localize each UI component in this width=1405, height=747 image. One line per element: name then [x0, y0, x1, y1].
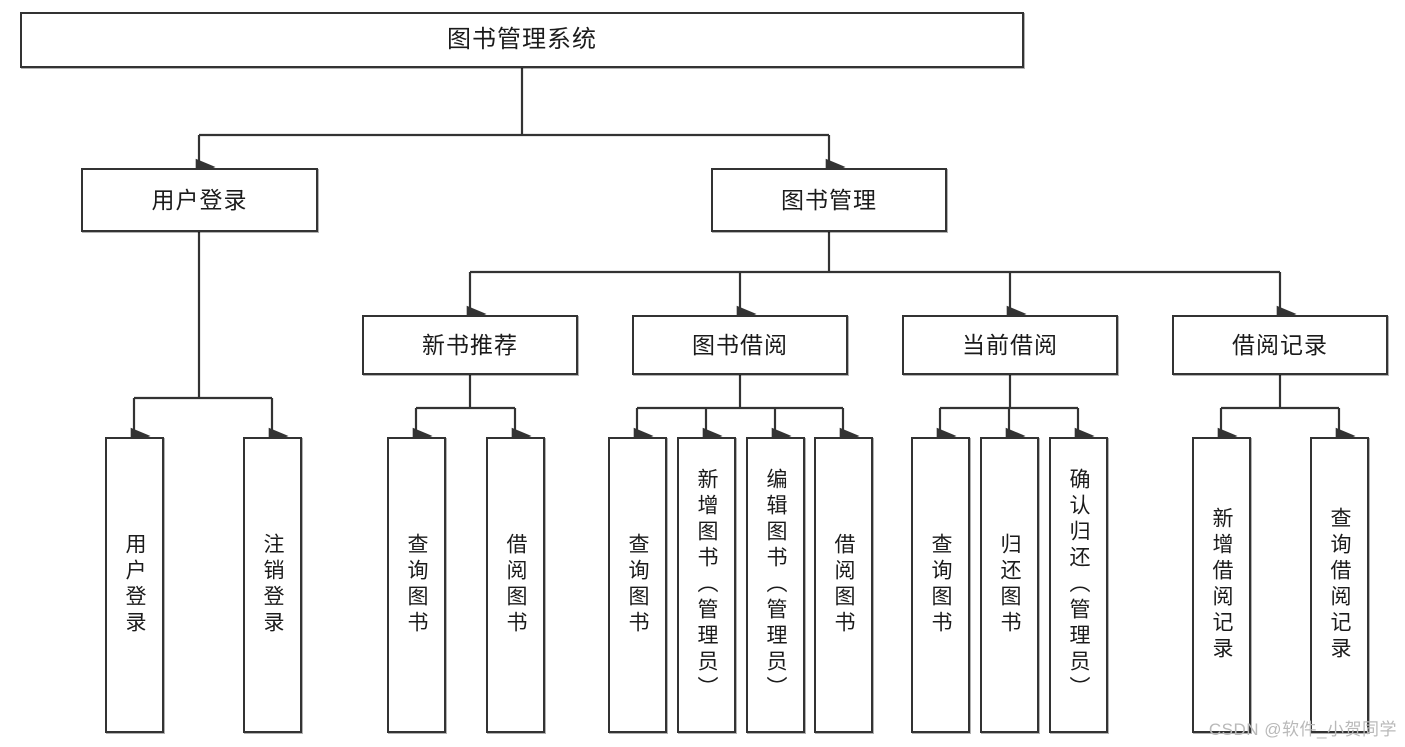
node-label: 查询借阅记录	[1328, 507, 1351, 663]
node-label: 借阅记录	[1232, 331, 1328, 358]
node-leaf-borrow-book-1[interactable]: 借阅图书	[486, 437, 545, 733]
node-leaf-query-book-3[interactable]: 查询图书	[911, 437, 970, 733]
node-root[interactable]: 图书管理系统	[20, 12, 1024, 68]
node-borrow-record[interactable]: 借阅记录	[1172, 315, 1388, 375]
node-label: 图书管理	[781, 186, 877, 213]
node-leaf-edit-book[interactable]: 编辑图书（管理员）	[746, 437, 805, 733]
node-leaf-add-record[interactable]: 新增借阅记录	[1192, 437, 1251, 733]
node-label: 当前借阅	[962, 331, 1058, 358]
node-label: 查询图书	[405, 533, 428, 637]
node-label: 图书借阅	[692, 331, 788, 358]
node-root-label: 图书管理系统	[447, 26, 597, 54]
watermark: CSDN @软件_小贺同学	[1208, 720, 1397, 739]
node-label: 注销登录	[261, 533, 284, 637]
node-label: 借阅图书	[504, 533, 527, 637]
node-label: 借阅图书	[832, 533, 855, 637]
node-leaf-return-book[interactable]: 归还图书	[980, 437, 1039, 733]
node-label: 新增图书（管理员）	[695, 468, 718, 702]
node-new-book-rec[interactable]: 新书推荐	[362, 315, 578, 375]
node-label: 归还图书	[998, 533, 1021, 637]
node-book-manage[interactable]: 图书管理	[711, 168, 947, 232]
node-label: 新书推荐	[422, 331, 518, 358]
node-current-borrow[interactable]: 当前借阅	[902, 315, 1118, 375]
node-leaf-user-login[interactable]: 用户登录	[105, 437, 164, 733]
node-leaf-query-book-2[interactable]: 查询图书	[608, 437, 667, 733]
node-label: 用户登录	[151, 186, 248, 213]
node-label: 新增借阅记录	[1210, 507, 1233, 663]
node-label: 用户登录	[123, 533, 146, 637]
node-label: 查询图书	[929, 533, 952, 637]
node-leaf-logout[interactable]: 注销登录	[243, 437, 302, 733]
node-label: 编辑图书（管理员）	[764, 468, 787, 702]
node-leaf-add-book[interactable]: 新增图书（管理员）	[677, 437, 736, 733]
node-book-borrow[interactable]: 图书借阅	[632, 315, 848, 375]
node-label: 确认归还（管理员）	[1067, 468, 1090, 702]
node-user-login[interactable]: 用户登录	[81, 168, 318, 232]
node-leaf-query-book-1[interactable]: 查询图书	[387, 437, 446, 733]
node-label: 查询图书	[626, 533, 649, 637]
node-leaf-query-record[interactable]: 查询借阅记录	[1310, 437, 1369, 733]
node-leaf-borrow-book-2[interactable]: 借阅图书	[814, 437, 873, 733]
node-leaf-confirm-return[interactable]: 确认归还（管理员）	[1049, 437, 1108, 733]
